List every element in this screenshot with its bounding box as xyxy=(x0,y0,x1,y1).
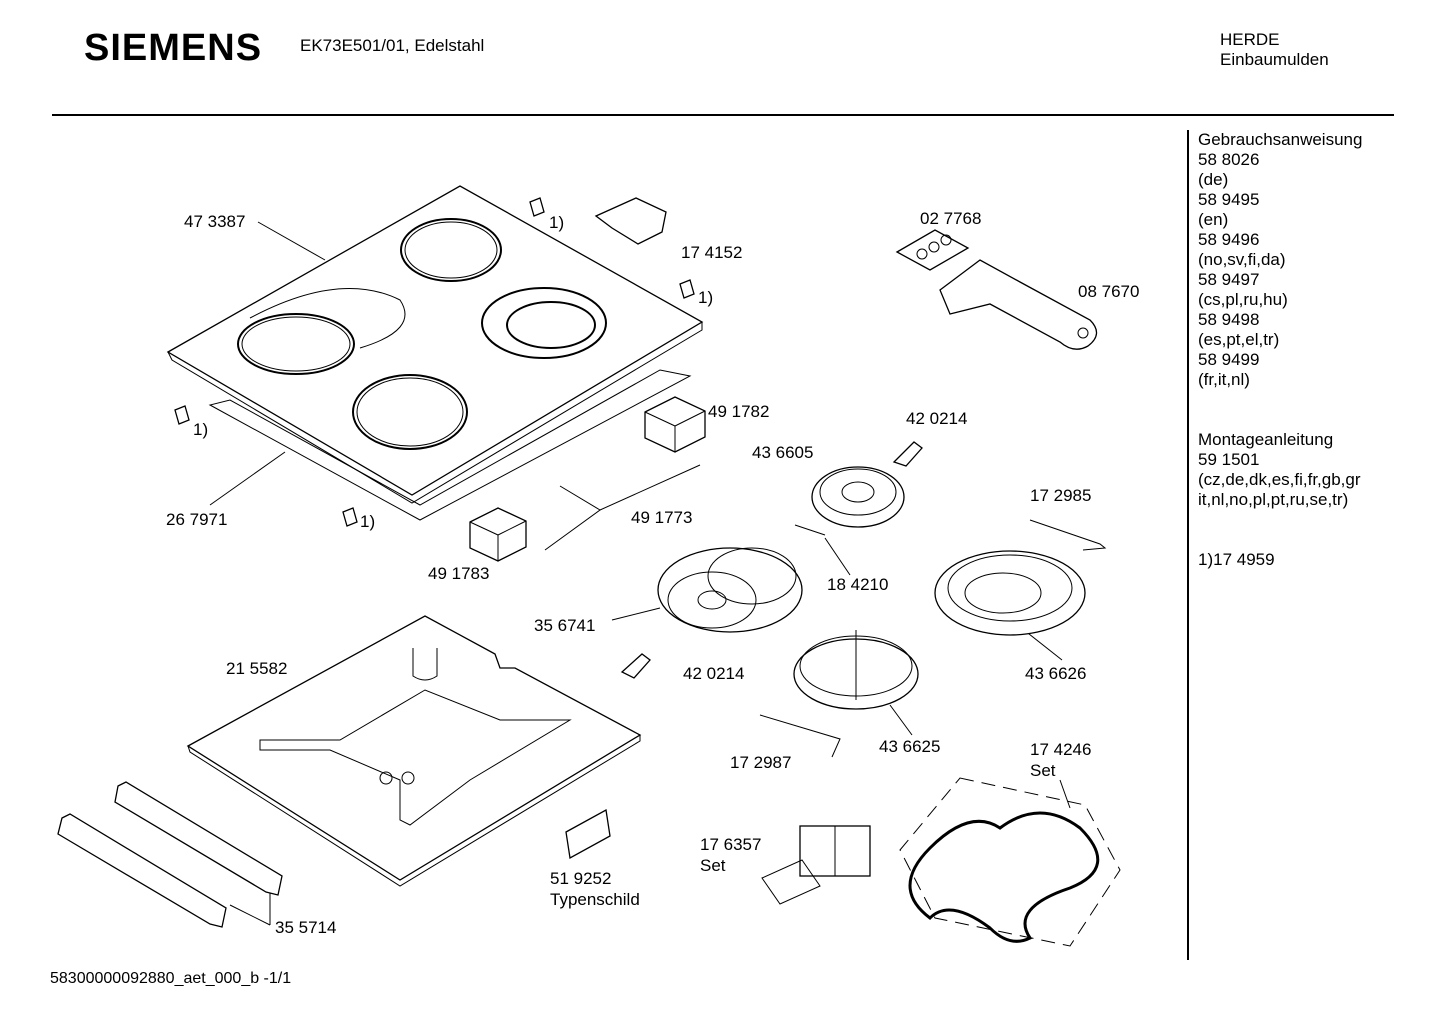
manual-language: (cs,pl,ru,hu) xyxy=(1198,290,1288,309)
manual-number: 58 9497 xyxy=(1198,270,1260,289)
sidebar-divider xyxy=(1187,130,1189,960)
part-number-label: 17 2985 xyxy=(1030,486,1092,505)
part-number-label: 49 1773 xyxy=(631,508,693,527)
radiant-heater xyxy=(811,466,905,528)
part-number-label: 49 1782 xyxy=(708,402,770,421)
part-number-label: 42 0214 xyxy=(906,409,968,428)
dual-oval-radiant-heater xyxy=(657,547,803,633)
part-number-label: 43 6625 xyxy=(879,737,941,756)
part-number-label: 26 7971 xyxy=(166,510,228,529)
wiring-harness xyxy=(599,464,701,511)
manual-number: 58 9499 xyxy=(1198,350,1260,369)
part-set-label: Set xyxy=(700,856,726,875)
manual-number: 58 9495 xyxy=(1198,190,1260,209)
manual-language: (de) xyxy=(1198,170,1229,189)
manual-title: Gebrauchsanweisung xyxy=(1198,130,1363,149)
brand-logo: SIEMENS xyxy=(84,27,263,69)
temperature-sensor xyxy=(594,197,667,245)
manual-number: 58 9496 xyxy=(1198,230,1260,249)
manual-language: (es,pt,el,tr) xyxy=(1198,330,1280,349)
heating-element-set xyxy=(899,777,1121,947)
part-number-label: 43 6605 xyxy=(752,443,814,462)
clip-icon xyxy=(342,507,358,527)
category-line-2: Einbaumulden xyxy=(1220,50,1329,69)
part-number-label: 18 4210 xyxy=(827,575,889,594)
spring-clip xyxy=(892,441,923,467)
manual-language: (en) xyxy=(1198,210,1229,229)
part-number-label: 02 7768 xyxy=(920,209,982,228)
manual-language: (no,sv,fi,da) xyxy=(1198,250,1286,269)
footnote-marker: 1) xyxy=(549,213,565,232)
wiring-harness xyxy=(544,485,601,551)
bracket-clip xyxy=(794,524,826,536)
part-number-label: 21 5582 xyxy=(226,659,288,678)
part-number-label: 43 6626 xyxy=(1025,664,1087,683)
documentation-sidebar: Gebrauchsanweisung 58 8026 (de) 58 9495 … xyxy=(1198,130,1362,570)
install-languages: (cz,de,dk,es,fi,fr,gb,gr xyxy=(1198,470,1361,489)
part-number-label: 17 2987 xyxy=(730,753,792,772)
exploded-parts-drawing xyxy=(57,185,1121,947)
manual-number: 58 8026 xyxy=(1198,150,1260,169)
glass-ceramic-hob-top xyxy=(166,185,704,504)
part-number-label: 35 5714 xyxy=(275,918,337,937)
model-title: EK73E501/01, Edelstahl xyxy=(300,36,485,55)
install-languages: it,nl,no,pl,pt,ru,se,tr) xyxy=(1198,490,1349,509)
clip-icon xyxy=(529,197,545,217)
footnote-marker: 1) xyxy=(193,420,209,439)
control-switch xyxy=(469,507,527,562)
footnote-marker: 1) xyxy=(698,288,714,307)
part-name-label: Typenschild xyxy=(550,890,640,909)
rating-plate xyxy=(565,808,611,860)
scraper-set xyxy=(895,229,1098,350)
manual-language: (fr,it,nl) xyxy=(1198,370,1250,389)
mounting-bracket xyxy=(759,714,841,758)
manual-number: 58 9498 xyxy=(1198,310,1260,329)
spring-clip xyxy=(620,653,651,679)
header-rule xyxy=(52,114,1394,116)
install-number: 59 1501 xyxy=(1198,450,1260,469)
footnote-marker: 1) xyxy=(360,512,376,531)
radiant-heater xyxy=(793,630,919,710)
footnote: 1)17 4959 xyxy=(1198,550,1275,569)
part-number-label: 17 4152 xyxy=(681,243,743,262)
part-number-label: 49 1783 xyxy=(428,564,490,583)
clip-icon xyxy=(174,405,190,425)
control-switch xyxy=(644,396,706,453)
part-number-label: 51 9252 xyxy=(550,869,612,888)
terminal-block xyxy=(761,825,871,905)
part-number-label: 42 0214 xyxy=(683,664,745,683)
part-number-label: 17 4246 xyxy=(1030,740,1092,759)
mounting-bracket xyxy=(1029,519,1107,551)
part-number-label: 17 6357 xyxy=(700,835,762,854)
document-id: 58300000092880_aet_000_b -1/1 xyxy=(50,970,292,987)
category-line-1: HERDE xyxy=(1220,30,1280,49)
mounting-rail xyxy=(57,781,283,928)
bottom-tray xyxy=(186,615,642,887)
clip-icon xyxy=(679,279,695,299)
part-number-label: 08 7670 xyxy=(1078,282,1140,301)
part-number-label: 35 6741 xyxy=(534,616,596,635)
dual-radiant-heater xyxy=(934,550,1086,636)
part-number-label: 47 3387 xyxy=(184,212,246,231)
install-title: Montageanleitung xyxy=(1198,430,1334,449)
seal-gasket xyxy=(208,369,692,521)
part-set-label: Set xyxy=(1030,761,1056,780)
